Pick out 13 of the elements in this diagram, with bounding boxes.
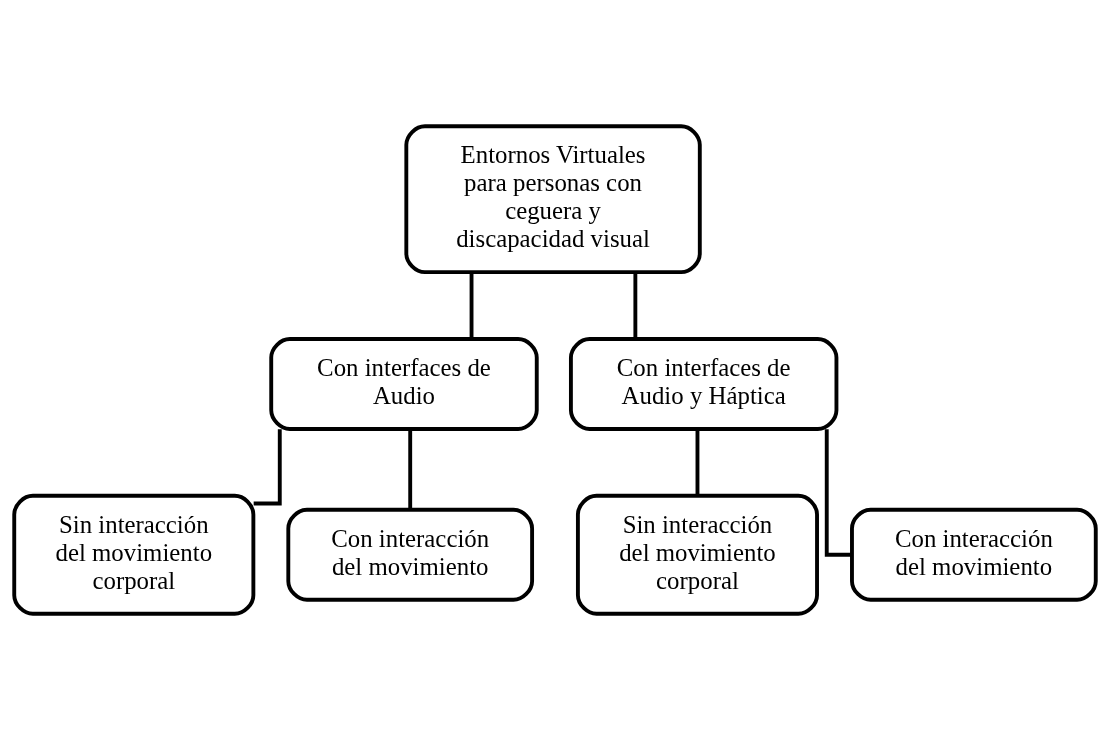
node-box: Sin interacción del movimiento corporal <box>575 493 819 616</box>
node-box: Con interacción del movimiento <box>850 507 1098 602</box>
connector <box>633 272 638 339</box>
node-box: Con interfaces de Audio <box>269 337 539 431</box>
connector <box>695 429 700 496</box>
node-box: Sin interacción del movimiento corporal <box>12 493 256 616</box>
node-box: Con interacción del movimiento <box>286 507 535 602</box>
node-box: Entornos Virtuales para personas con ceguera y discapacidad visual <box>404 124 702 275</box>
connector <box>408 429 413 510</box>
connector <box>469 272 474 339</box>
connector <box>824 429 852 557</box>
node-box: Con interfaces de Audio y Háptica <box>568 337 839 431</box>
connector <box>253 429 282 506</box>
